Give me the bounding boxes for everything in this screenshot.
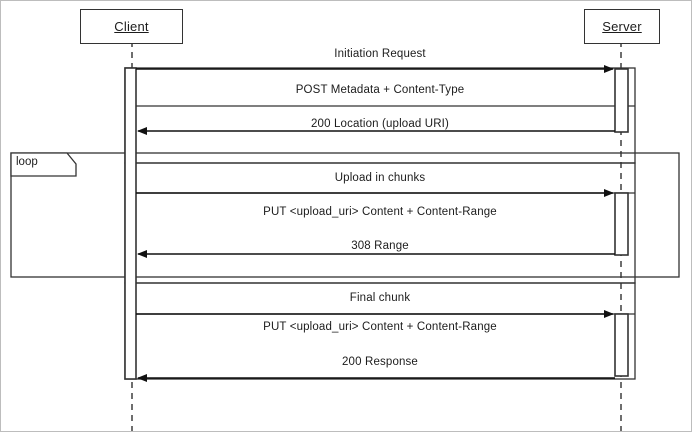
- activation-bars: [124, 67, 629, 380]
- lifeline-head-client[interactable]: Client: [80, 9, 183, 44]
- message-label-final-chunk: Final chunk: [349, 292, 411, 304]
- loop-fragment-frame: [10, 152, 680, 278]
- lifeline-label-client: Client: [114, 19, 149, 34]
- activation-server-2: [614, 192, 629, 256]
- lifeline-head-server[interactable]: Server: [584, 9, 660, 44]
- loop-fragment-label: loop: [16, 156, 38, 168]
- frame-initiation: [124, 67, 636, 164]
- lifeline-label-server: Server: [602, 19, 642, 34]
- lifeline-dashes: [131, 41, 622, 431]
- message-label-upload-in-chunks: Upload in chunks: [334, 172, 426, 184]
- activation-client: [124, 67, 137, 380]
- message-label-308-range: 308 Range: [351, 240, 409, 252]
- message-label-put-final: PUT <upload_uri> Content + Content-Range: [263, 321, 497, 333]
- activation-server-3: [614, 313, 629, 377]
- message-label-200-response: 200 Response: [342, 356, 418, 368]
- message-label-200-location: 200 Location (upload URI): [311, 118, 449, 130]
- message-label-put-chunk: PUT <upload_uri> Content + Content-Range: [263, 206, 497, 218]
- message-arrows: [136, 65, 615, 382]
- message-label-post-metadata: POST Metadata + Content-Type: [295, 84, 465, 96]
- activation-server-1: [614, 68, 629, 133]
- message-label-initiation-request: Initiation Request: [334, 48, 426, 60]
